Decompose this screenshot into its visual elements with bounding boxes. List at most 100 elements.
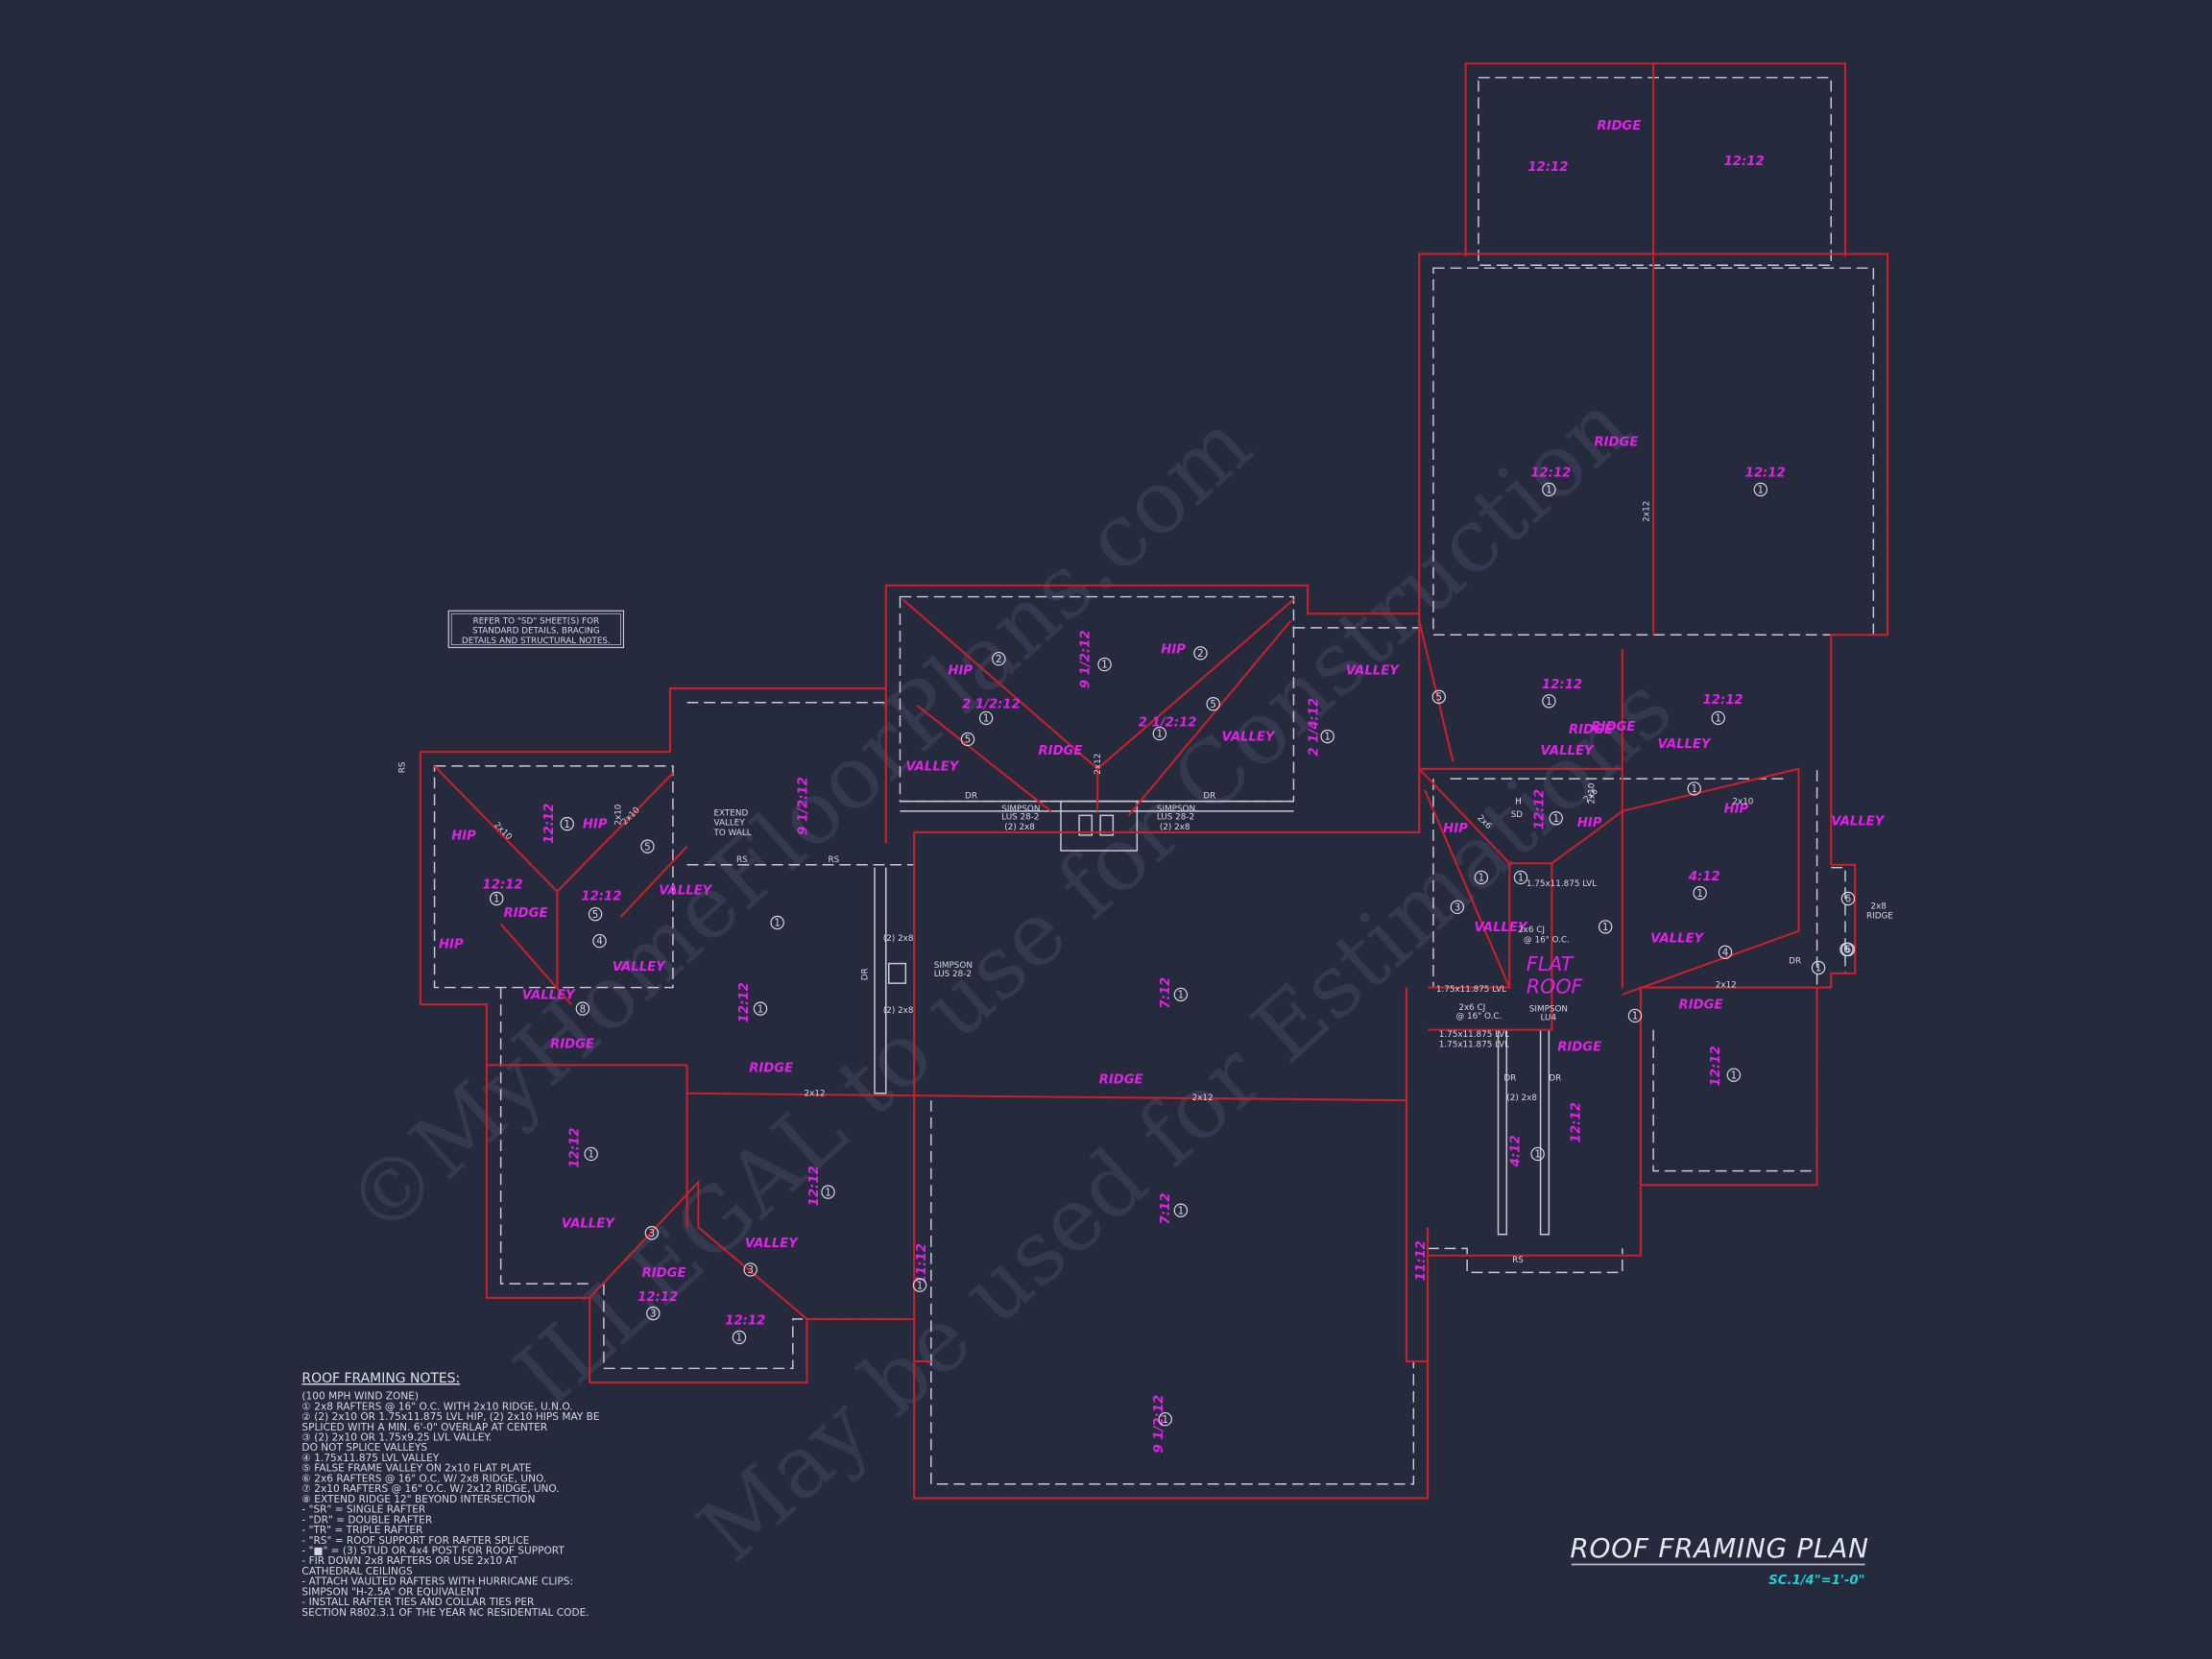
framing-annotation: 2x10 — [492, 821, 514, 843]
note-marker-circle — [912, 1278, 927, 1292]
note-line: SPLICED WITH A MIN. 6'-0" OVERLAP AT CEN… — [301, 1422, 547, 1433]
note-marker-number: 1 — [1534, 1149, 1541, 1161]
roof-label: 2 1/4:12 — [1307, 698, 1321, 757]
note-marker-number: 1 — [1178, 990, 1185, 1001]
note-marker-number: 1 — [588, 1149, 594, 1161]
framing-annotation: SIMPSON — [934, 961, 973, 971]
note-marker-circle — [1627, 1008, 1643, 1023]
roof-label: 4:12 — [1509, 1135, 1524, 1167]
roof-label: VALLEY — [522, 988, 576, 1002]
framing-annotation: 2x12 — [1192, 1094, 1214, 1103]
note-marker-number: 1 — [1324, 732, 1331, 743]
roof-label: 12:12 — [1570, 1102, 1584, 1142]
framing-annotation: DR — [1549, 1074, 1561, 1084]
note-marker-number: 1 — [774, 918, 781, 929]
framing-annotation: (2) 2x8 — [883, 934, 914, 944]
framing-annotation: 1.75x11.875 LVL — [1527, 879, 1597, 889]
framing-annotation: (2) 2x8 — [883, 1006, 914, 1016]
note-marker-circle — [1718, 945, 1733, 960]
note-line: ① 2x8 RAFTERS @ 16" O.C. WITH 2x10 RIDGE… — [301, 1401, 572, 1412]
framing-annotation: 2x6 CJ — [1518, 926, 1545, 935]
refer-note-line: REFER TO "SD" SHEET(S) FOR — [473, 616, 600, 626]
roof-label: VALLEY — [1650, 932, 1704, 947]
framing-annotation: H — [1515, 798, 1522, 807]
note-marker-circle — [1811, 960, 1826, 975]
note-marker-number: 3 — [747, 1264, 754, 1276]
roof-label: 12:12 — [725, 1314, 765, 1329]
framing-annotation: DR — [861, 968, 871, 980]
note-marker-circle — [490, 891, 504, 906]
framing-annotation: (2) 2x8 — [1506, 1094, 1537, 1103]
framing-annotation: SIMPSON — [1157, 805, 1195, 814]
roof-label: HIP — [451, 829, 476, 843]
note-marker-number: 1 — [1632, 1011, 1639, 1022]
roof-label: 12:12 — [737, 982, 752, 1022]
framing-annotation: 2x8 — [1870, 902, 1886, 911]
note-marker-circle — [588, 906, 603, 922]
note-line: ④ 1.75x11.875 LVL VALLEY — [301, 1453, 439, 1464]
note-marker-circle — [1513, 870, 1528, 885]
roof-label: 7:12 — [1159, 1193, 1173, 1225]
roof-label: VALLEY — [562, 1216, 615, 1231]
roof-label: 12:12 — [581, 889, 621, 903]
note-line: - INSTALL RAFTER TIES AND COLLAR TIES PE… — [301, 1597, 535, 1608]
note-marker-circle — [575, 1001, 590, 1016]
roof-label: VALLEY — [1831, 815, 1885, 830]
note-marker-number: 1 — [1162, 1414, 1168, 1426]
roof-label: 4:12 — [1688, 870, 1720, 884]
note-line: ⑦ 2x10 RAFTERS @ 16" O.C. W/ 2x12 RIDGE,… — [301, 1483, 559, 1495]
framing-annotation: 2x12 — [1094, 754, 1103, 775]
note-line: SIMPSON "H-2.5A" OR EQUIVALENT — [301, 1586, 481, 1598]
note-marker-circle — [644, 1226, 660, 1240]
roof-label: 12:12 — [483, 878, 523, 893]
note-marker-circle — [821, 1185, 835, 1199]
note-marker-circle — [1152, 726, 1167, 741]
note-marker-number: 1 — [1479, 873, 1485, 884]
note-line: - "■" = (3) STUD OR 4x4 POST FOR ROOF SU… — [301, 1546, 565, 1557]
framing-annotation: EXTEND — [714, 808, 749, 818]
roof-label: VALLEY — [1658, 737, 1712, 752]
note-marker-number: 8 — [580, 1003, 587, 1015]
note-marker-circle — [1320, 729, 1334, 744]
roof-label: RIDGE — [1569, 723, 1613, 737]
title-block: ROOF FRAMING PLAN SC.1/4"=1'-0" — [1570, 1532, 1868, 1588]
roof-label: 12:12 — [1709, 1046, 1723, 1086]
flat-roof-label: FLAT ROOF — [1527, 952, 1584, 998]
framing-annotation: 1.75x11.875 LVL — [1436, 985, 1506, 995]
framing-annotation: 2x10 — [1587, 782, 1597, 804]
flat-roof-text: ROOF — [1527, 974, 1584, 998]
note-marker-circle — [1173, 1203, 1189, 1217]
roof-label: HIP — [1161, 642, 1186, 657]
drawing-scale: SC.1/4"=1'-0" — [1768, 1574, 1864, 1588]
refer-note-line: STANDARD DETAILS, BRACING — [472, 627, 600, 637]
note-marker-circle — [770, 915, 784, 930]
framing-annotation: RS — [398, 761, 408, 773]
note-marker-circle — [1711, 710, 1725, 726]
framing-annotation: SIMPSON — [1001, 805, 1040, 814]
note-marker-number: 5 — [644, 841, 651, 853]
note-marker-number: 3 — [649, 1228, 656, 1239]
roof-label: RIDGE — [504, 906, 548, 921]
note-marker-number: 3 — [1455, 902, 1461, 913]
framing-annotation: RS — [736, 855, 748, 865]
note-line: (100 MPH WIND ZONE) — [301, 1391, 419, 1403]
notes-heading: ROOF FRAMING NOTES: — [301, 1371, 460, 1386]
roof-label: HIP — [1724, 802, 1749, 816]
note-marker-number: 6 — [1843, 945, 1850, 956]
roof-label: RIDGE — [550, 1038, 594, 1052]
roof-label: VALLEY — [613, 960, 666, 974]
framing-annotation: (2) 2x8 — [1004, 823, 1035, 832]
framing-annotation: 2x6 CJ — [1458, 1003, 1485, 1013]
note-marker-number: 2 — [996, 654, 1002, 665]
note-marker-circle — [584, 1146, 598, 1162]
roof-label: HIP — [1577, 816, 1602, 830]
roof-outline-lines — [419, 62, 1889, 1500]
roof-label: 11:12 — [915, 1243, 929, 1284]
note-line: ③ (2) 2x10 OR 1.75x9.25 LVL VALLEY. — [301, 1432, 492, 1444]
note-marker-number: 1 — [1178, 1205, 1185, 1216]
framing-annotation: DR — [1203, 792, 1215, 802]
framing-annotation: DR — [1789, 957, 1801, 967]
note-marker-circle — [560, 816, 574, 831]
note-marker-circle — [592, 933, 607, 949]
